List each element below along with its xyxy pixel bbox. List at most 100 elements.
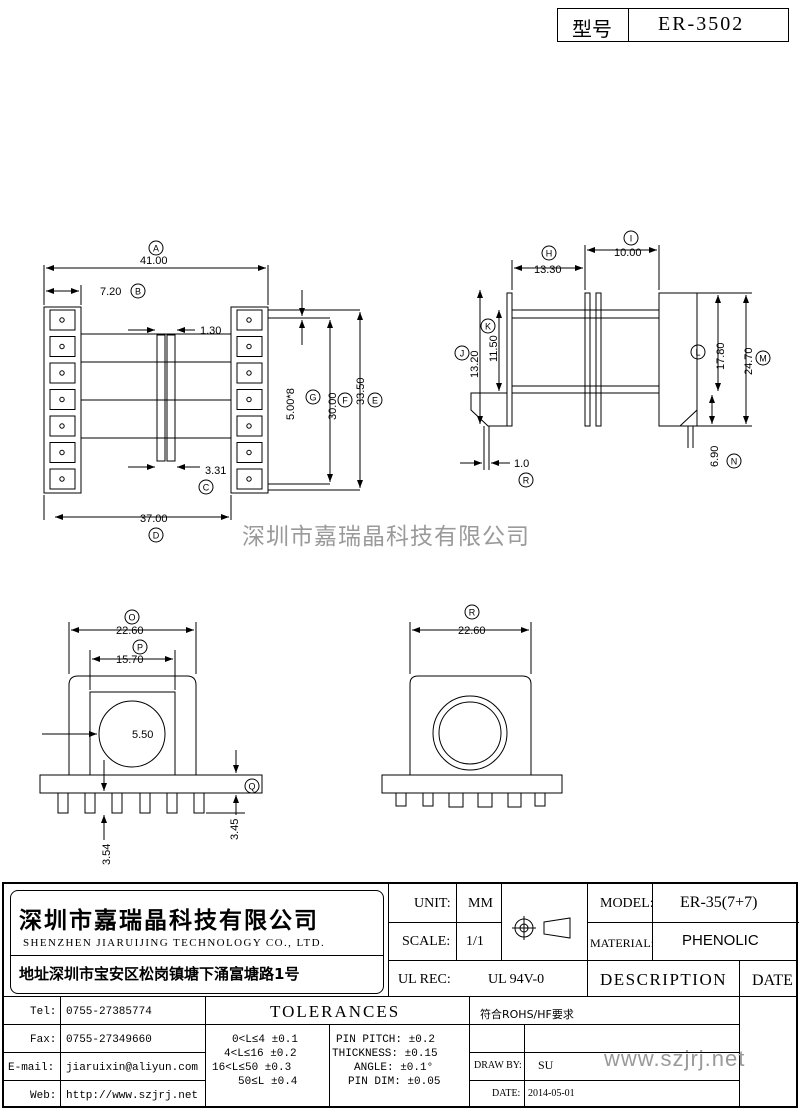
callout-letter-f: F — [342, 396, 348, 406]
tolerances-header: TOLERANCES — [270, 1002, 401, 1021]
tolerance-line-2: PIN PITCH: ±0.2 — [336, 1034, 436, 1046]
dimension-f: 30.00 — [327, 392, 339, 420]
pin-slot — [236, 309, 263, 331]
dimension-k: 11.50 — [488, 335, 500, 362]
dimension-m: 24.70 — [743, 347, 755, 375]
dimension-d: 37.00 — [140, 513, 168, 525]
model-title-box: 型号 ER-3502 — [557, 8, 789, 42]
dimension-bore: 5.50 — [132, 729, 153, 741]
callout-circle — [480, 318, 496, 334]
callout-letter-o: O — [128, 613, 135, 623]
pin-slot — [236, 389, 263, 410]
callout-circle — [541, 245, 557, 261]
pin-slot — [49, 362, 76, 384]
callout-circle — [726, 453, 742, 469]
callout-letter-m: M — [759, 354, 767, 364]
callout-circle — [198, 479, 214, 495]
web-label: Web: — [30, 1090, 57, 1102]
callout-letter-p: P — [137, 643, 143, 653]
callout-letter-q: Q — [248, 782, 255, 792]
callout-letter-b: B — [135, 287, 141, 297]
pin-hole — [246, 343, 252, 350]
dimension-c-val: 3.31 — [205, 465, 226, 477]
scale-label: SCALE: — [402, 934, 451, 949]
pin-hole — [246, 317, 252, 323]
pin-slot — [49, 336, 76, 357]
dimension-pitch: 5.00*8 — [285, 388, 297, 420]
tolerance-line-2: THICKNESS: ±0.15 — [332, 1048, 438, 1060]
dimension-b: 7.20 — [100, 286, 121, 298]
web-value[interactable]: http://www.szjrj.net — [66, 1090, 199, 1102]
callout-circle — [518, 472, 534, 488]
rear-view — [381, 622, 563, 808]
callout-circle — [148, 240, 164, 256]
callout-circle — [148, 527, 164, 543]
callout-letter-e: E — [372, 396, 378, 406]
callout-circle — [337, 392, 353, 408]
callout-circle — [244, 778, 260, 794]
pin-hole — [59, 396, 65, 403]
technical-drawing: 41.007.201.303.3137.005.00*830.0033.5013… — [39, 230, 771, 865]
pin-slot — [49, 309, 76, 331]
dimension-j: 13.20 — [469, 350, 481, 378]
callout-letter-g: G — [309, 393, 316, 403]
callout-circle — [132, 639, 148, 655]
pin-slot — [236, 442, 263, 463]
dimension-n: 6.90 — [709, 446, 721, 467]
projection-symbol-icon — [512, 914, 582, 949]
top-view — [43, 265, 363, 520]
pin-slot — [49, 468, 76, 490]
callout-letter-n: N — [731, 457, 738, 467]
callout-letter-k: K — [485, 322, 491, 332]
date-value: 2014-05-01 — [528, 1088, 575, 1099]
scale-value: 1/1 — [466, 934, 484, 949]
model-title-value: ER-3502 — [658, 13, 745, 35]
callout-letter-c: C — [203, 483, 210, 493]
callout-letter-l: L — [695, 348, 700, 358]
front-view — [39, 622, 263, 840]
email-label: E-mail: — [8, 1062, 55, 1074]
ulrec-value: UL 94V-0 — [488, 972, 545, 987]
pin-hole — [59, 343, 65, 350]
dimension-pin-len: 3.54 — [101, 844, 113, 865]
fax-label: Fax: — [30, 1034, 57, 1046]
callout-letter-h: H — [546, 249, 553, 259]
pin-slot — [49, 389, 76, 410]
dimension-i: 10.00 — [614, 247, 642, 259]
callout-circle — [464, 604, 480, 620]
callout-circle — [623, 230, 639, 246]
pin-slot — [49, 442, 76, 463]
pin-slot — [236, 362, 263, 384]
tolerance-line-2: ANGLE: ±0.1° — [354, 1062, 434, 1074]
pin-slot — [236, 336, 263, 357]
watermark: 深圳市嘉瑞晶科技有限公司 — [242, 524, 530, 550]
ulrec-label: UL REC: — [398, 972, 451, 987]
callout-circle — [755, 350, 771, 366]
tolerance-line: 0<L≤4 ±0.1 — [232, 1034, 299, 1046]
callout-letter-a: A — [153, 244, 159, 254]
rohs-note: 符合ROHS/HF要求 — [480, 1008, 574, 1021]
fax-value: 0755-27349660 — [66, 1034, 152, 1046]
tel-label: Tel: — [30, 1006, 57, 1018]
unit-value: MM — [468, 896, 493, 911]
email-value[interactable]: jiaruixin@aliyun.com — [66, 1062, 199, 1074]
dimension-r-pin: 1.0 — [514, 458, 529, 470]
model-title-label: 型号 — [572, 17, 612, 41]
tolerance-line: 50≤L ±0.4 — [238, 1076, 298, 1088]
callout-circle — [124, 609, 140, 625]
dimension-pin-gap: 1.30 — [200, 325, 221, 337]
company-name-cn: 深圳市嘉瑞晶科技有限公司 — [19, 908, 319, 934]
pin-hole — [59, 370, 65, 376]
draw-by-label: DRAW BY: — [474, 1060, 522, 1071]
pin-hole — [246, 476, 252, 482]
callout-circle — [690, 344, 706, 360]
callout-circle — [130, 283, 146, 299]
date-header: DATE — [752, 972, 793, 989]
dimension-o: 22.60 — [116, 625, 144, 637]
description-header: DESCRIPTION — [600, 970, 728, 989]
callout-letter-r: R — [523, 476, 530, 486]
tolerance-line: 16<L≤50 ±0.3 — [212, 1062, 292, 1074]
pin-hole — [59, 423, 65, 429]
pin-hole — [246, 449, 252, 456]
model-value: ER-35(7+7) — [680, 894, 758, 911]
